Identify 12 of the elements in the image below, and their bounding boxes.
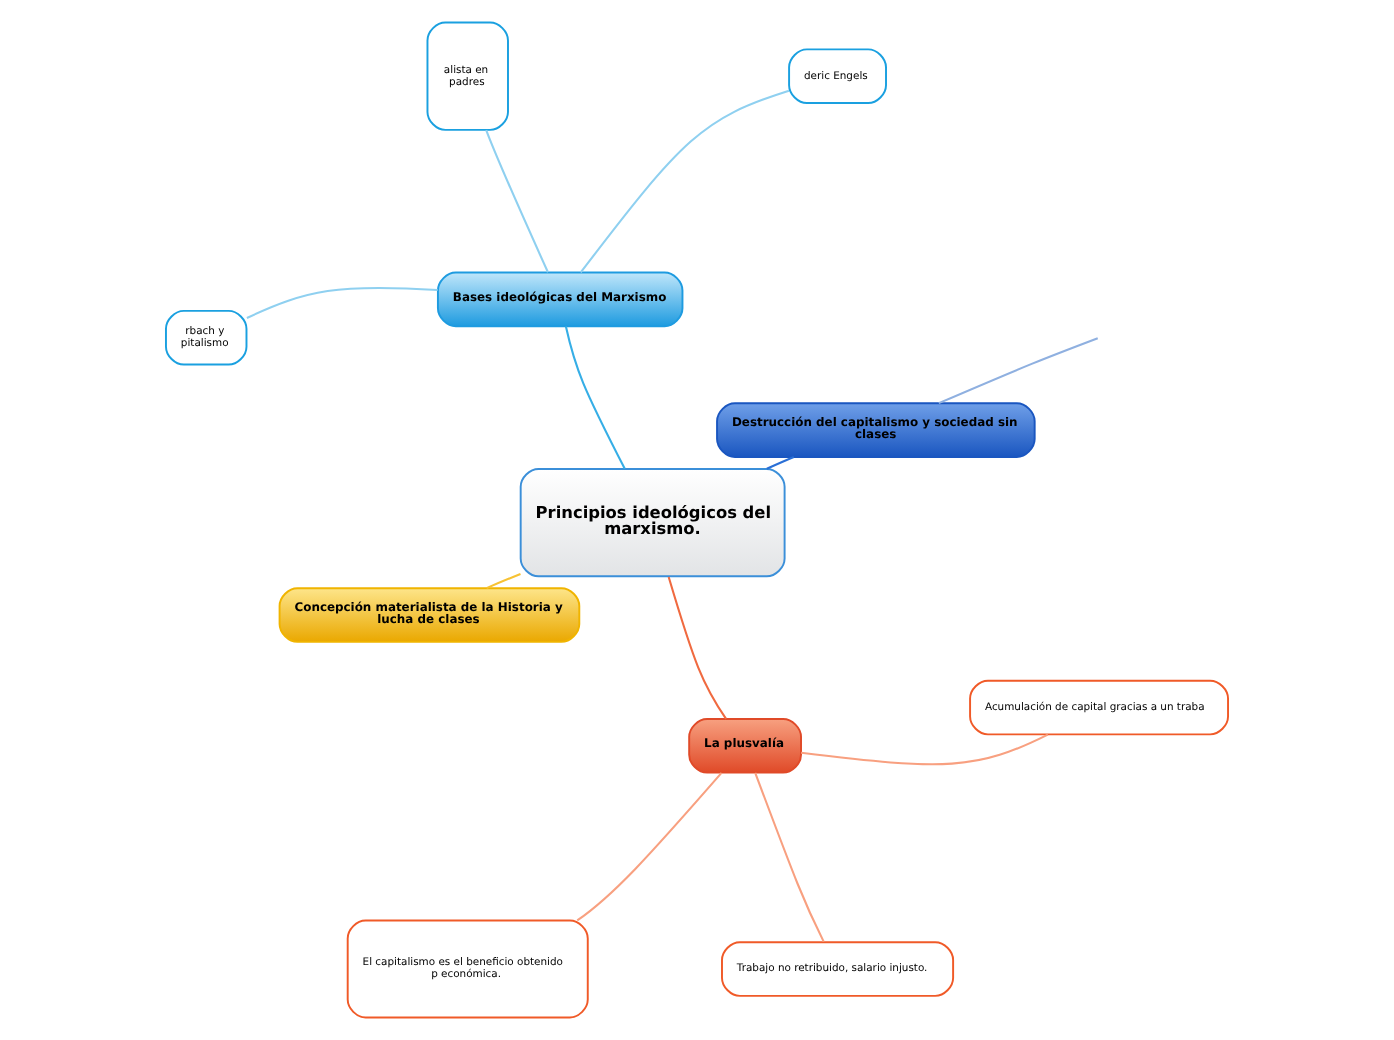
connector	[667, 576, 727, 720]
connector	[800, 733, 1049, 766]
connector	[576, 772, 723, 922]
connector	[938, 337, 1099, 405]
connector	[766, 456, 795, 470]
connector	[486, 572, 521, 590]
connector	[564, 326, 626, 470]
connector	[754, 772, 825, 943]
connector	[579, 89, 790, 274]
connector	[485, 129, 549, 273]
connector	[246, 286, 438, 319]
node-box: Principios ideológicos del marxismo.	[519, 467, 786, 578]
